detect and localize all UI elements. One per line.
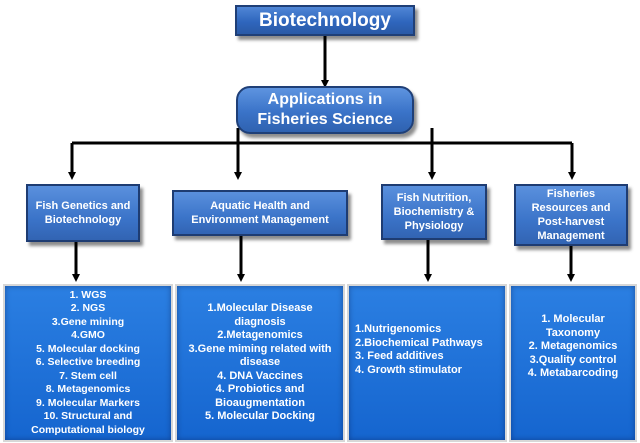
- list-item: 2. NGS: [70, 302, 106, 315]
- list-item: 1. WGS: [69, 288, 107, 301]
- category-label: Fish Nutrition, Biochemistry & Physiolog…: [393, 192, 475, 232]
- biotechnology-title-text: Biotechnology: [259, 9, 391, 31]
- category-label: Aquatic Health and Environment Managemen…: [191, 200, 329, 226]
- list-item: 5. Molecular Docking: [204, 410, 316, 423]
- category-fish-genetics: Fish Genetics and Biotechnology: [26, 184, 140, 242]
- list-item: 4. DNA Vaccines: [217, 369, 303, 382]
- list-item: 6. Selective breeding: [35, 356, 141, 369]
- list-item: 3.Quality control: [529, 353, 617, 366]
- list-item: 4. Metabarcoding: [527, 367, 619, 380]
- list-item: 9. Molecular Markers: [36, 396, 140, 409]
- list-item: 7. Stem cell: [59, 369, 117, 382]
- applications-text: Applications in Fisheries Science: [257, 91, 393, 128]
- list-item: 1.Nutrigenomics: [355, 323, 442, 335]
- list-item: 8. Metagenomics: [45, 383, 131, 396]
- list-item: 1.Molecular Disease diagnosis: [207, 302, 313, 328]
- list-item: 3.Gene miming related with disease: [188, 342, 332, 369]
- list-item: 4.GMO: [71, 329, 105, 342]
- category-fish-nutrition: Fish Nutrition, Biochemistry & Physiolog…: [381, 184, 487, 240]
- details-list: 1. Molecular Taxonomy 2. Metagenomics 3.…: [517, 313, 629, 381]
- list-item: 2.Metagenomics: [217, 329, 303, 342]
- list-item: 4. Probiotics and Bioaugmentation: [215, 383, 305, 409]
- applications-box: Applications in Fisheries Science: [236, 86, 414, 134]
- list-item: 3. Feed additives: [355, 350, 444, 362]
- list-item: 1. Molecular Taxonomy: [541, 313, 605, 339]
- details-fisheries-resources: 1. Molecular Taxonomy 2. Metagenomics 3.…: [509, 284, 637, 442]
- list-item: 10. Structural and Computational biology: [31, 410, 145, 436]
- details-list: 1.Nutrigenomics 2.Biochemical Pathways 3…: [355, 323, 483, 377]
- list-item: 3.Gene mining: [51, 315, 125, 328]
- details-fish-nutrition: 1.Nutrigenomics 2.Biochemical Pathways 3…: [347, 284, 507, 442]
- biotechnology-title: Biotechnology: [235, 5, 415, 36]
- category-fisheries-resources: Fisheries Resources and Post-harvest Man…: [514, 184, 628, 246]
- list-item: 4. Growth stimulator: [355, 363, 462, 376]
- category-label: Fisheries Resources and Post-harvest Man…: [531, 188, 611, 242]
- details-list: 1.Molecular Disease diagnosis 2.Metageno…: [183, 302, 337, 424]
- category-label: Fish Genetics and Biotechnology: [35, 200, 131, 226]
- details-aquatic-health: 1.Molecular Disease diagnosis 2.Metageno…: [175, 284, 345, 442]
- list-item: 5. Molecular docking: [36, 342, 140, 355]
- list-item: 2. Metagenomics: [528, 340, 618, 353]
- details-list: 1. WGS 2. NGS 3.Gene mining 4.GMO 5. Mol…: [9, 289, 167, 438]
- list-item: 2.Biochemical Pathways: [355, 336, 483, 349]
- details-fish-genetics: 1. WGS 2. NGS 3.Gene mining 4.GMO 5. Mol…: [3, 284, 173, 442]
- category-aquatic-health: Aquatic Health and Environment Managemen…: [172, 190, 348, 236]
